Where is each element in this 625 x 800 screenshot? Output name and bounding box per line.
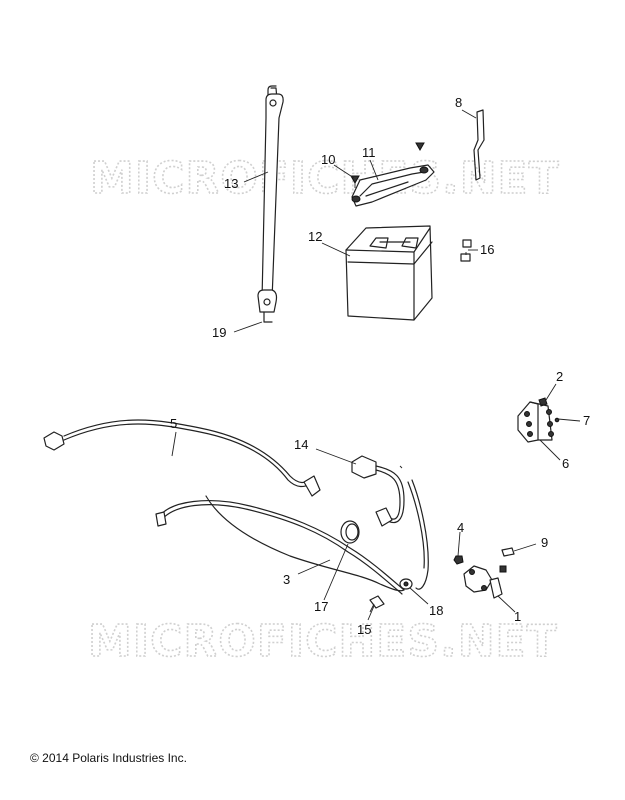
callout-18: 18 xyxy=(429,603,443,618)
callout-16: 16 xyxy=(480,242,494,257)
grommet-17 xyxy=(340,520,360,544)
watermark-bottom: MICROFICHES.NET xyxy=(88,616,558,667)
callout-7: 7 xyxy=(583,413,590,428)
copyright-notice: © 2014 Polaris Industries Inc. xyxy=(30,751,187,765)
callout-9: 9 xyxy=(541,535,548,550)
callout-19: 19 xyxy=(212,325,226,340)
callout-4: 4 xyxy=(457,520,464,535)
callout-5: 5 xyxy=(170,416,177,431)
callout-8: 8 xyxy=(455,95,462,110)
callout-2: 2 xyxy=(556,369,563,384)
terminal-block xyxy=(517,397,560,443)
battery xyxy=(345,225,433,321)
callout-13: 13 xyxy=(224,176,238,191)
callout-12: 12 xyxy=(308,229,322,244)
callout-3: 3 xyxy=(283,572,290,587)
hold-down-bracket xyxy=(351,164,435,207)
bracket-8 xyxy=(473,109,485,181)
clamp-18 xyxy=(399,578,413,590)
screw-15 xyxy=(369,595,385,613)
nut-4 xyxy=(453,555,464,565)
watermark-top: MICROFICHES.NET xyxy=(90,153,560,204)
bolts-16 xyxy=(460,239,472,262)
screw-11b xyxy=(415,142,425,152)
callout-15: 15 xyxy=(357,622,371,637)
callout-14: 14 xyxy=(294,437,308,452)
callout-6: 6 xyxy=(562,456,569,471)
screw-9 xyxy=(501,547,515,557)
callout-10: 10 xyxy=(321,152,335,167)
relay-1 xyxy=(463,565,503,599)
callout-1: 1 xyxy=(514,609,521,624)
battery-strap xyxy=(257,85,284,323)
callout-11: 11 xyxy=(362,145,376,160)
cable-3 xyxy=(205,495,405,592)
callout-17: 17 xyxy=(314,599,328,614)
callouts: 1 2 3 4 5 6 7 8 9 10 11 12 13 14 15 16 1… xyxy=(170,95,590,637)
wire-harness-5 xyxy=(43,419,405,595)
nut-small xyxy=(499,565,507,573)
leader-lines xyxy=(171,109,581,621)
battery-cable-14 xyxy=(351,455,429,590)
